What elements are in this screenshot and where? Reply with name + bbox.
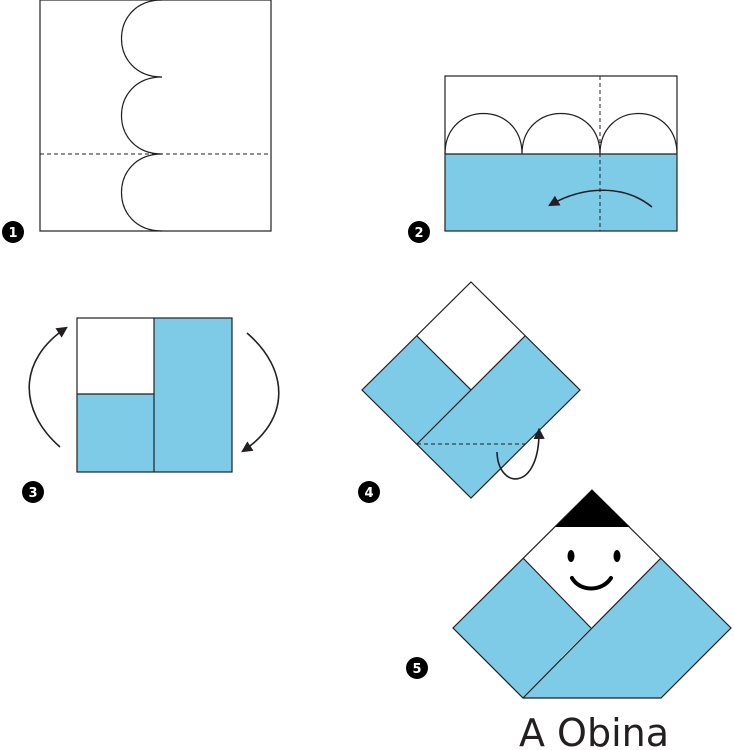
figure-title: A Obina bbox=[519, 711, 669, 750]
step-5-hat bbox=[555, 490, 630, 527]
step-2-number: 2 bbox=[414, 226, 423, 241]
step-4-diamond-outline bbox=[361, 281, 581, 499]
step-2-scallop-curves bbox=[444, 112, 678, 155]
step-3-blue-right-column bbox=[154, 318, 232, 472]
step-1-number: 1 bbox=[8, 226, 17, 241]
step-1-number-badge: 1 bbox=[2, 221, 24, 243]
step-2-blue-panel bbox=[445, 154, 677, 231]
step-3-left-turn-arrow bbox=[28, 326, 68, 448]
step-4-number-badge: 4 bbox=[358, 481, 380, 503]
step-3-right-turn-arrow bbox=[241, 332, 280, 453]
step-1-paper-square bbox=[39, 0, 272, 232]
step-5-right-eye bbox=[613, 550, 621, 562]
step-4-blue-bottom-flap bbox=[417, 444, 525, 498]
step-2-fold-arrow bbox=[548, 189, 653, 208]
step-4-blue-right-band bbox=[417, 336, 580, 444]
step-3-number-badge: 3 bbox=[22, 481, 44, 503]
step-3-number: 3 bbox=[28, 486, 37, 501]
step-5-figure-outline bbox=[452, 489, 732, 699]
step-5-diagram: 5 bbox=[406, 489, 732, 699]
step-4-fold-arrow bbox=[496, 427, 545, 480]
step-4-diagram: 4 bbox=[358, 281, 581, 503]
step-1-scallop-curves bbox=[120, 0, 163, 232]
step-3-diagram: 3 bbox=[22, 317, 280, 503]
step-4-edge-b bbox=[416, 335, 526, 445]
step-1-diagram: 1 bbox=[2, 0, 272, 243]
step-4-edge-a bbox=[416, 335, 472, 391]
step-5-left-eye bbox=[567, 550, 575, 562]
step-4-number: 4 bbox=[364, 486, 373, 501]
step-5-smile bbox=[570, 576, 613, 591]
step-5-right-robe bbox=[523, 558, 731, 698]
step-5-left-collar-edge bbox=[522, 557, 592, 629]
step-5-number-badge: 5 bbox=[406, 657, 428, 679]
step-3-blue-bottom-left bbox=[77, 394, 154, 472]
step-5-right-collar-edge bbox=[522, 557, 662, 699]
step-2-number-badge: 2 bbox=[408, 221, 430, 243]
step-5-number: 5 bbox=[412, 662, 421, 677]
step-2-diagram: 2 bbox=[408, 75, 678, 243]
